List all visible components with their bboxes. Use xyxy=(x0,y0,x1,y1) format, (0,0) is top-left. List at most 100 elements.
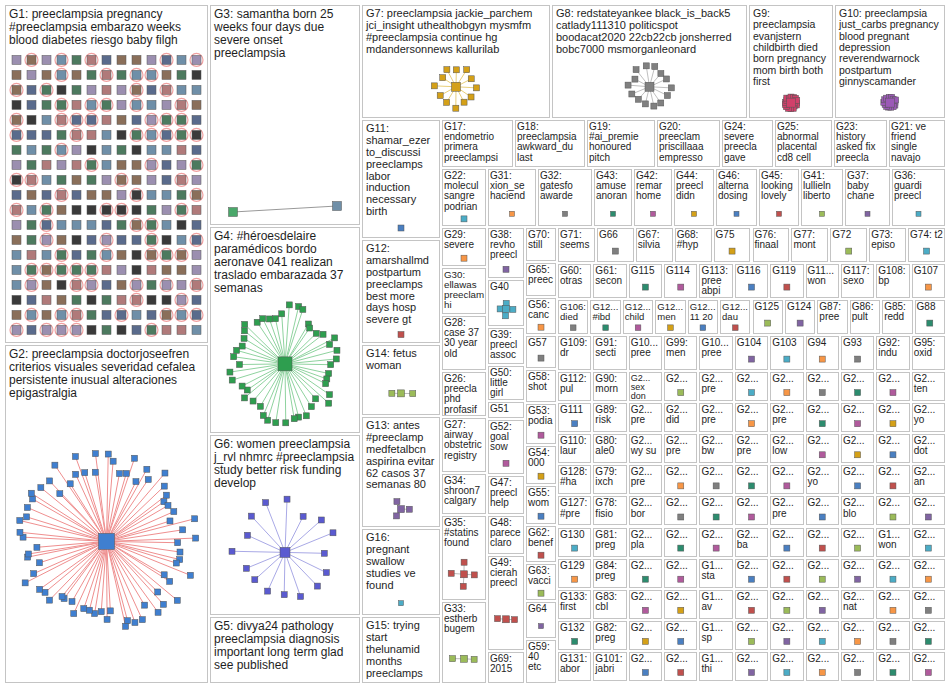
vertex-icon xyxy=(27,100,36,109)
group-box: G2... pre xyxy=(699,372,732,401)
self-loop xyxy=(130,128,143,141)
group-label: G110: laur xyxy=(560,436,589,456)
self-loop xyxy=(55,263,68,276)
vertex-icon xyxy=(87,220,96,229)
group-box: G1... sp xyxy=(699,621,732,650)
group-label: G2... xyxy=(666,592,695,602)
vertex-icon xyxy=(162,265,171,274)
vertex-icon xyxy=(749,669,755,675)
vertex-icon xyxy=(333,356,339,362)
vertex-icon xyxy=(177,250,186,259)
vertex-icon xyxy=(162,250,171,259)
vertex-icon xyxy=(925,607,931,613)
vertex-icon xyxy=(398,225,404,231)
vertex-icon xyxy=(749,421,755,427)
group-label: G2... xyxy=(914,623,943,633)
group-box: G127: #pre xyxy=(558,496,591,525)
vertex-icon xyxy=(538,355,544,361)
vertex-icon xyxy=(663,76,669,82)
group-label: G91: secti xyxy=(595,338,624,358)
vertex-icon xyxy=(132,55,141,64)
group-label: G2... xyxy=(914,592,943,602)
group-label: G2... xyxy=(808,623,837,633)
self-loop xyxy=(40,218,53,231)
vertex-icon xyxy=(855,390,861,396)
vertex-icon xyxy=(162,280,171,289)
vertex-icon xyxy=(163,492,169,498)
vertex-icon xyxy=(144,466,150,472)
self-loop xyxy=(40,233,53,246)
vertex-icon xyxy=(116,471,122,477)
self-loop xyxy=(70,308,83,321)
vertex-icon xyxy=(133,479,139,485)
vertex-icon xyxy=(132,115,141,124)
group-label: G2... sex don xyxy=(631,374,660,402)
vertex-icon xyxy=(162,205,171,214)
vertex-icon xyxy=(242,321,248,327)
group-box: G2... xyxy=(629,559,662,588)
group-label: G83: cbl xyxy=(595,592,624,612)
edge-line xyxy=(107,505,168,541)
vertex-icon xyxy=(643,63,649,69)
group-label: G103 xyxy=(772,338,801,348)
vertex-icon xyxy=(192,130,201,139)
vertex-icon xyxy=(132,70,141,79)
self-loop xyxy=(100,98,113,111)
vertex-icon xyxy=(147,115,156,124)
self-loop xyxy=(100,203,113,216)
group-box: G2... an xyxy=(912,465,945,494)
group-label: G28: case 37 30 year old xyxy=(444,318,484,359)
group-label: G2... pre xyxy=(772,405,801,425)
group-box: G19: #ai_premie honoured pitch xyxy=(587,120,655,167)
group-label: G2... xyxy=(878,374,907,384)
vertex-icon xyxy=(12,205,21,214)
vertex-icon xyxy=(471,572,477,578)
group-label: G52: goal sow xyxy=(490,422,522,453)
vertex-icon xyxy=(147,295,156,304)
group-box: G103 xyxy=(770,336,803,370)
vertex-icon xyxy=(42,190,51,199)
vertex-icon xyxy=(27,175,36,184)
vertex-icon xyxy=(313,330,319,336)
vertex-icon xyxy=(538,324,544,330)
vertex-icon xyxy=(468,76,474,82)
vertex-icon xyxy=(398,390,405,397)
group-label: G50: little girl xyxy=(490,368,522,399)
group-box: G114 xyxy=(664,264,697,298)
vertex-icon xyxy=(102,160,111,169)
group-box: G115 xyxy=(629,264,662,298)
self-loop xyxy=(100,233,113,246)
self-loop xyxy=(85,278,98,291)
group-box: G1... won xyxy=(876,528,909,557)
group-label: G2... pre xyxy=(666,436,695,456)
vertex-icon xyxy=(243,565,249,571)
vertex-icon xyxy=(635,325,641,331)
group-label: G90: morn xyxy=(595,374,624,394)
vertex-icon xyxy=(37,586,43,592)
self-loop xyxy=(55,53,68,66)
vertex-icon xyxy=(87,310,96,319)
vertex-icon xyxy=(177,145,186,154)
vertex-icon xyxy=(678,483,684,489)
vertex-icon xyxy=(925,638,931,644)
group-box: G119 xyxy=(770,264,803,298)
vertex-icon xyxy=(72,145,81,154)
vertex-icon xyxy=(298,593,304,599)
self-loop xyxy=(175,203,188,216)
group-box: G2... pre xyxy=(699,403,732,432)
group-box: G2... pre xyxy=(664,434,697,463)
edge-line xyxy=(285,520,321,552)
vertex-icon xyxy=(57,265,66,274)
group-label: G2... xyxy=(772,592,801,602)
vertex-icon xyxy=(147,325,156,334)
vertex-icon xyxy=(87,55,96,64)
vertex-icon xyxy=(749,483,755,489)
group-box: G2: preeclampsia doctorjoseefren criteri… xyxy=(5,345,208,683)
vertex-icon xyxy=(231,354,237,360)
vertex-icon xyxy=(162,190,171,199)
group-label: G1... sp xyxy=(701,623,730,643)
vertex-icon xyxy=(102,235,111,244)
vertex-icon xyxy=(797,320,803,326)
vertex-icon xyxy=(27,250,36,259)
vertex-icon xyxy=(177,265,186,274)
